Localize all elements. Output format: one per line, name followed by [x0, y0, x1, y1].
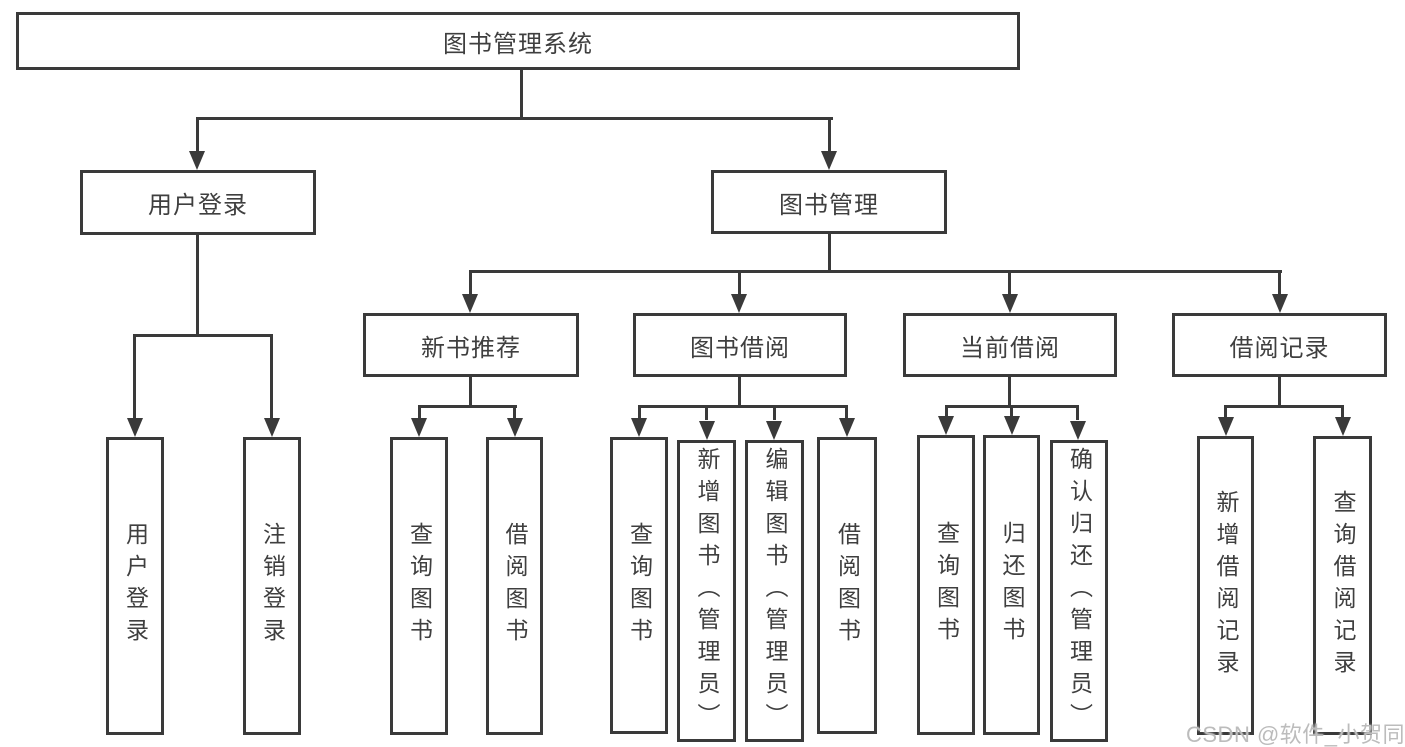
connector-line	[845, 405, 848, 420]
node-book-borrowing: 图书借阅	[633, 313, 847, 377]
connector-line	[418, 405, 517, 408]
leaf-query-book-newbook: 查询图书	[390, 437, 448, 735]
leaf-query-borrow-record: 查询借阅记录	[1313, 436, 1372, 735]
arrow-down-icon	[631, 418, 647, 437]
leaf-label: 注销登录	[259, 522, 286, 650]
node-borrowing-records: 借阅记录	[1172, 313, 1387, 377]
leaf-add-book-admin: 新增图书（管理员）	[677, 440, 736, 742]
connector-line	[133, 334, 136, 420]
arrow-down-icon	[1335, 417, 1351, 436]
leaf-logout: 注销登录	[243, 437, 301, 735]
connector-line	[1008, 377, 1011, 408]
node-current-borrowing: 当前借阅	[903, 313, 1117, 377]
node-user-login: 用户登录	[80, 170, 316, 235]
connector-line	[638, 405, 848, 408]
leaf-query-book-borrowing: 查询图书	[610, 437, 668, 734]
leaf-label: 查询图书	[406, 522, 433, 650]
leaf-user-login: 用户登录	[106, 437, 164, 735]
connector-line	[133, 334, 273, 337]
leaf-confirm-return-admin: 确认归还（管理员）	[1050, 440, 1108, 742]
connector-line	[469, 270, 1282, 273]
arrow-down-icon	[766, 421, 782, 440]
connector-line	[1008, 270, 1011, 296]
connector-line	[196, 235, 199, 337]
arrow-down-icon	[938, 416, 954, 435]
arrow-down-icon	[839, 418, 855, 437]
arrow-down-icon	[507, 418, 523, 437]
connector-line	[638, 405, 641, 420]
connector-line	[1076, 405, 1079, 420]
leaf-label: 确认归还（管理员）	[1066, 447, 1093, 735]
connector-line	[738, 377, 741, 408]
connector-line	[738, 270, 741, 296]
leaf-label: 查询图书	[933, 521, 960, 649]
leaf-label: 借阅图书	[834, 521, 861, 650]
connector-line	[270, 334, 273, 420]
node-label: 用户登录	[148, 192, 248, 219]
node-label: 图书借阅	[690, 334, 790, 362]
leaf-edit-book-admin: 编辑图书（管理员）	[745, 440, 804, 742]
connector-line	[469, 377, 472, 408]
arrow-down-icon	[127, 418, 143, 437]
connector-line	[1224, 405, 1227, 419]
connector-line	[1278, 377, 1281, 408]
leaf-label: 查询图书	[626, 521, 653, 650]
leaf-add-borrow-record: 新增借阅记录	[1197, 436, 1254, 735]
connector-line	[1341, 405, 1344, 419]
node-label: 图书管理	[779, 191, 879, 219]
leaf-query-book-current: 查询图书	[917, 435, 975, 735]
leaf-label: 归还图书	[999, 521, 1025, 649]
connector-line	[828, 117, 831, 154]
arrow-down-icon	[411, 418, 427, 437]
connector-line	[513, 405, 516, 420]
connector-line	[1010, 405, 1013, 418]
connector-line	[196, 117, 199, 154]
connector-line	[1278, 270, 1281, 296]
leaf-label: 查询借阅记录	[1330, 489, 1356, 682]
connector-line	[945, 405, 948, 418]
connector-line	[773, 405, 776, 420]
arrow-down-icon	[821, 151, 837, 170]
connector-line	[520, 70, 523, 120]
arrow-down-icon	[1070, 421, 1086, 440]
leaf-label: 新增借阅记录	[1213, 489, 1239, 682]
leaf-label: 用户登录	[122, 522, 149, 650]
arrow-down-icon	[1218, 417, 1234, 436]
csdn-watermark: CSDN @软件_小贺同学	[1186, 722, 1405, 747]
node-label: 当前借阅	[960, 334, 1060, 362]
connector-line	[196, 117, 833, 120]
arrow-down-icon	[1004, 416, 1020, 435]
connector-line	[705, 405, 708, 420]
arrow-down-icon	[731, 294, 747, 313]
arrow-down-icon	[462, 294, 478, 313]
connector-line	[418, 405, 421, 420]
connector-line	[1224, 405, 1344, 408]
connector-line	[469, 270, 472, 296]
leaf-label: 新增图书（管理员）	[694, 447, 720, 735]
node-label: 新书推荐	[421, 334, 521, 362]
connector-line	[828, 234, 831, 273]
leaf-label: 编辑图书（管理员）	[762, 447, 788, 735]
arrow-down-icon	[699, 421, 715, 440]
arrow-down-icon	[1002, 294, 1018, 313]
arrow-down-icon	[1272, 294, 1288, 313]
node-label: 借阅记录	[1229, 334, 1330, 362]
node-root-library-management-system: 图书管理系统	[16, 12, 1020, 70]
node-new-book-recommendation: 新书推荐	[363, 313, 579, 377]
node-book-management: 图书管理	[711, 170, 947, 234]
leaf-borrow-book-newbook: 借阅图书	[486, 437, 543, 735]
node-label: 图书管理系统	[443, 30, 593, 58]
arrow-down-icon	[264, 418, 280, 437]
leaf-borrow-book: 借阅图书	[817, 437, 877, 734]
leaf-return-book: 归还图书	[983, 435, 1040, 735]
arrow-down-icon	[189, 151, 205, 170]
leaf-label: 借阅图书	[502, 522, 528, 650]
